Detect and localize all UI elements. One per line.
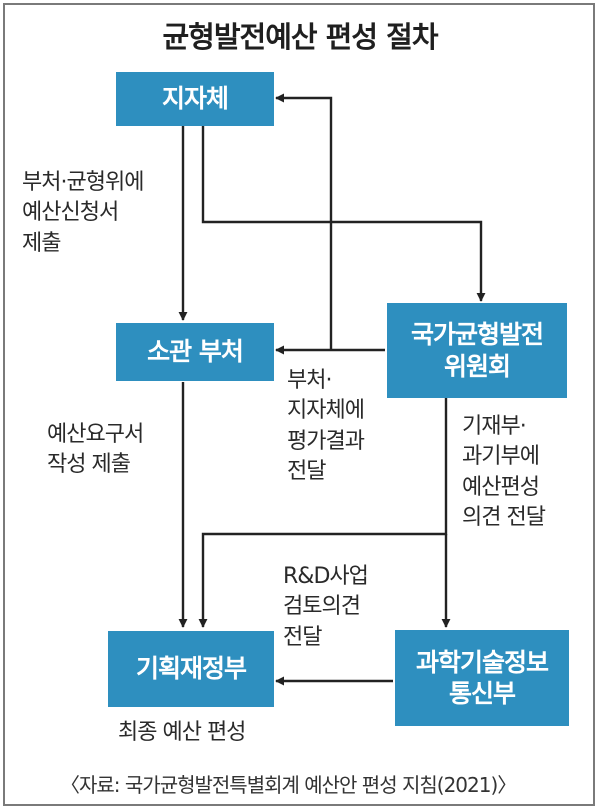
node-sogwan-bucheo: 소관 부처 bbox=[116, 323, 274, 381]
label-eval-line2: 지자체에 bbox=[287, 398, 365, 424]
label-opinion-line3: 예산편성 bbox=[462, 474, 540, 500]
node-sogwan-label: 소관 부처 bbox=[147, 337, 244, 367]
label-request-line2: 예산신청서 bbox=[22, 200, 119, 226]
frame-border bbox=[3, 3, 595, 806]
node-committee-line2: 위원회 bbox=[443, 351, 511, 381]
node-committee-line1: 국가균형발전 bbox=[410, 320, 544, 350]
label-opinion: 기재부· 과기부에 예산편성 의견 전달 bbox=[462, 412, 546, 533]
node-msit: 과학기술정보 통신부 bbox=[395, 630, 569, 726]
label-budget-line2: 작성 제출 bbox=[47, 452, 131, 478]
label-rnd-line1: R&D사업 bbox=[283, 564, 369, 589]
label-rnd-line2: 검토의견 bbox=[283, 594, 361, 620]
label-opinion-line2: 과기부에 bbox=[462, 444, 540, 470]
source-note: 〈자료: 국가균형발전특별회계 예산안 편성 지침(2021)〉 bbox=[60, 773, 517, 797]
label-eval-result: 부처· 지자체에 평가결과 전달 bbox=[287, 366, 365, 487]
label-budget-request: 부처·균형위에 예산신청서 제출 bbox=[22, 168, 144, 259]
node-msit-line1: 과학기술정보 bbox=[415, 647, 549, 677]
node-jijache-label: 지자체 bbox=[161, 84, 229, 114]
node-committee: 국가균형발전 위원회 bbox=[387, 303, 567, 398]
label-rnd: R&D사업 검토의견 전달 bbox=[283, 562, 369, 653]
node-gihoek-label: 기획재정부 bbox=[135, 654, 247, 684]
label-eval-line3: 평가결과 bbox=[287, 428, 365, 454]
label-opinion-line4: 의견 전달 bbox=[462, 505, 546, 531]
label-request-line3: 제출 bbox=[22, 230, 61, 256]
arrow-committee-to-gihoek bbox=[198, 398, 448, 628]
label-eval-line1: 부처· bbox=[287, 368, 332, 393]
node-msit-line2: 통신부 bbox=[448, 679, 516, 708]
node-gihoek: 기획재정부 bbox=[108, 631, 274, 707]
diagram-title: 균형발전예산 편성 절차 bbox=[162, 20, 439, 54]
label-budget-submit: 예산요구서 작성 제출 bbox=[47, 420, 144, 481]
arrow-jijache-to-committee bbox=[201, 125, 486, 302]
label-opinion-line1: 기재부· bbox=[462, 414, 527, 439]
label-final-budget: 최종 예산 편성 bbox=[118, 720, 246, 745]
arrow-feedback-to-jijache bbox=[275, 93, 333, 350]
node-jijache: 지자체 bbox=[116, 72, 274, 126]
label-budget-line1: 예산요구서 bbox=[47, 422, 144, 447]
label-request-line1: 부처·균형위에 bbox=[22, 170, 144, 195]
label-rnd-line3: 전달 bbox=[283, 624, 322, 650]
label-eval-line4: 전달 bbox=[287, 459, 326, 485]
